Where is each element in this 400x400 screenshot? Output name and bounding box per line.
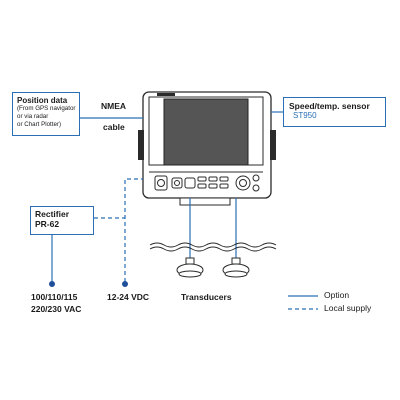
legend-option-label: Option [324, 290, 350, 300]
transducer-left [176, 257, 204, 278]
dc-supply-dot [122, 281, 128, 287]
dc-voltage-label: 12-24 VDC [107, 292, 150, 302]
position-data-line-1: (From GPS navigator [17, 105, 76, 112]
speed-sensor-model: ST950 [293, 111, 317, 120]
rectifier-model: PR-62 [35, 219, 60, 229]
ac-voltage-line-2: 220/230 VAC [31, 304, 82, 314]
mounting-bracket [179, 197, 231, 206]
echo-sounder-unit [138, 91, 276, 206]
legend-local-supply-label: Local supply [324, 303, 372, 313]
rectifier-label: Rectifier [35, 209, 70, 219]
display-screen [163, 98, 249, 166]
position-data-box: Position data (From GPS navigator or via… [12, 92, 80, 136]
transducers-label: Transducers [181, 292, 232, 302]
position-data-title: Position data [17, 96, 68, 105]
ac-supply-dot [49, 281, 55, 287]
left-bracket [138, 130, 144, 160]
speed-temp-sensor-box: Speed/temp. sensor ST950 [283, 97, 386, 127]
water-surface [149, 242, 277, 252]
speed-sensor-title: Speed/temp. sensor [289, 101, 370, 111]
transducer-right [222, 257, 250, 278]
rectifier-box: Rectifier PR-62 [30, 206, 94, 235]
nmea-label: NMEA [101, 101, 127, 111]
control-panel [154, 174, 260, 192]
ac-voltage-line-1: 100/110/115 [31, 292, 78, 302]
right-bracket [270, 130, 276, 160]
position-data-line-3: or Chart Plotter) [17, 121, 62, 128]
local-supply-lines [94, 178, 143, 282]
position-data-line-2: or via radar [17, 113, 49, 120]
nmea-cable-label: cable [103, 122, 125, 132]
